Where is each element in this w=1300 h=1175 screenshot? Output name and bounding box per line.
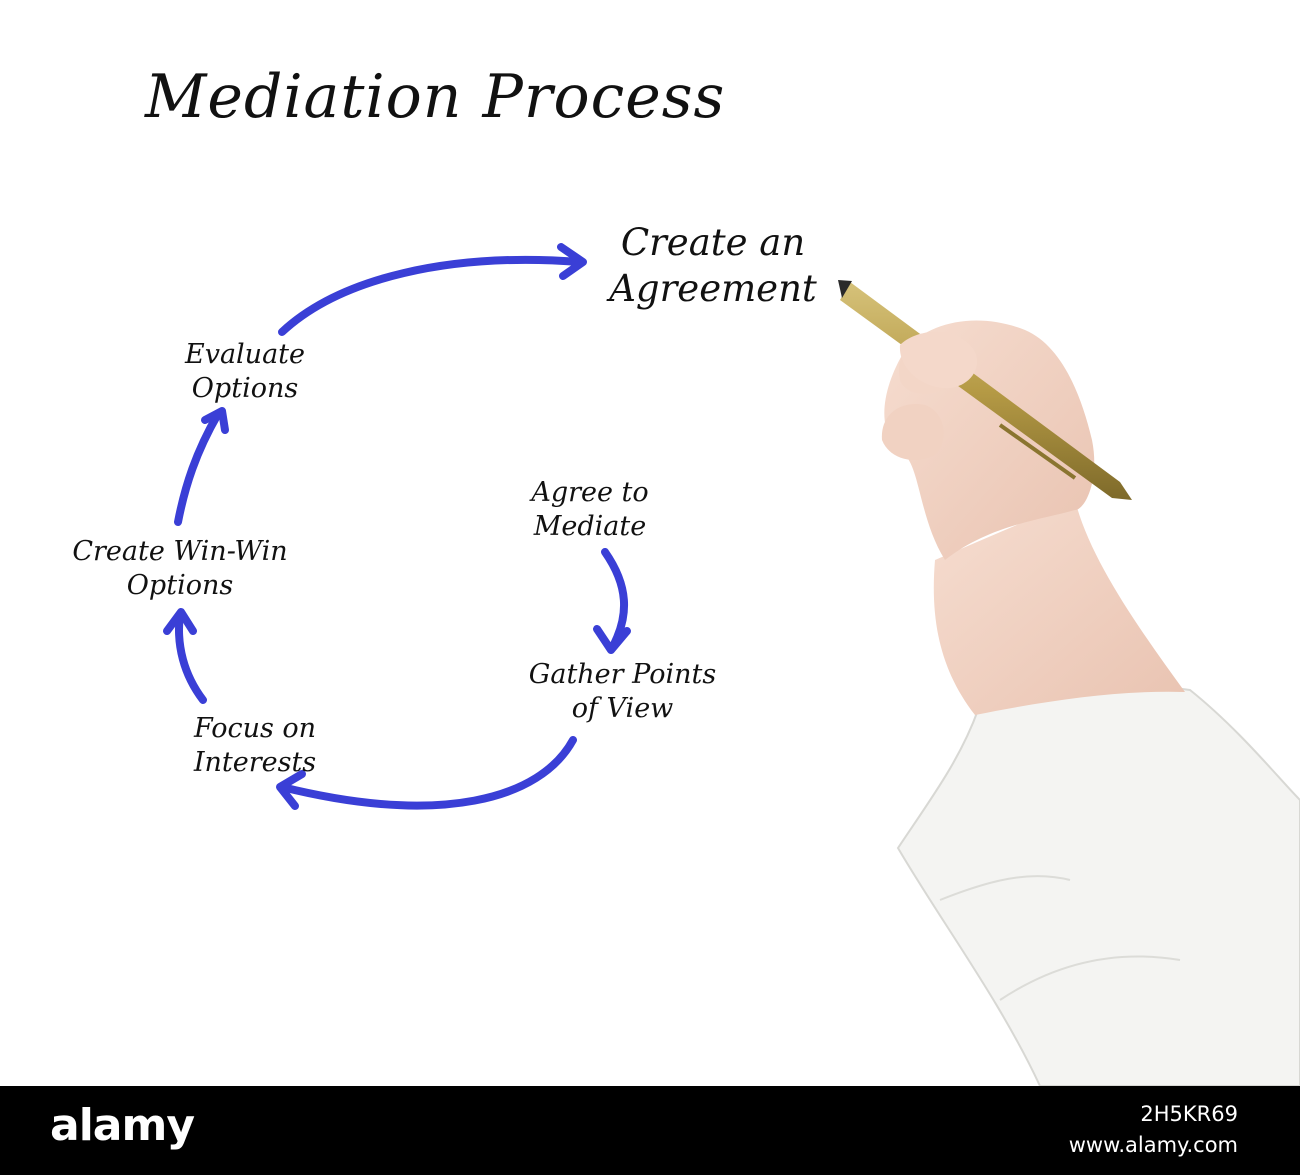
step-agree-to-mediate: Agree to Mediate (500, 476, 680, 544)
step-label-line: Agree to (531, 477, 649, 508)
watermark-brand: alamy (50, 1100, 195, 1151)
step-label-line: Gather Points (528, 659, 717, 690)
watermark-footer: alamy 2H5KR69 www.alamy.com (0, 1086, 1300, 1175)
cycle-arrows (163, 243, 631, 810)
step-label-line: Create Win-Win (72, 536, 288, 567)
step-label-line: Options (126, 570, 234, 601)
arrowhead-winwin-to-evaluate (201, 407, 229, 434)
arrowhead-evaluate-to-agreement (557, 243, 587, 280)
hand-with-pen-illustration (838, 280, 1300, 1086)
arrow-focus-to-winwin (175, 610, 207, 704)
arrow-gather-to-focus (278, 736, 577, 810)
watermark-url: www.alamy.com (1068, 1133, 1238, 1157)
diagram-title: Mediation Process (145, 62, 726, 132)
arrowhead-gather-to-focus (276, 770, 306, 810)
step-gather-points-of-view: Gather Points of View (490, 658, 755, 726)
arrowhead-focus-to-winwin (163, 608, 197, 635)
arrow-evaluate-to-agreement (278, 255, 584, 336)
step-label-line: Focus on (193, 713, 317, 744)
forearm (933, 500, 1185, 715)
step-label-line: Mediate (533, 511, 647, 542)
step-label-line: Evaluate (184, 339, 305, 370)
arrowhead-agree-to-gather (593, 625, 631, 654)
step-create-an-agreement: Create an Agreement (578, 220, 848, 312)
step-label-line: of View (571, 693, 674, 724)
step-label-line: Agreement (609, 267, 817, 310)
step-label-line: Create an (620, 221, 806, 264)
step-create-win-win-options: Create Win-Win Options (30, 535, 330, 603)
watermark-image-code: 2H5KR69 (1140, 1102, 1238, 1126)
step-evaluate-options: Evaluate Options (150, 338, 340, 406)
step-label-line: Options (191, 373, 299, 404)
shirt-sleeve (896, 685, 1300, 1086)
arrow-winwin-to-evaluate (174, 410, 222, 526)
step-focus-on-interests: Focus on Interests (160, 712, 350, 780)
step-label-line: Interests (193, 747, 317, 778)
thumb (899, 331, 978, 389)
